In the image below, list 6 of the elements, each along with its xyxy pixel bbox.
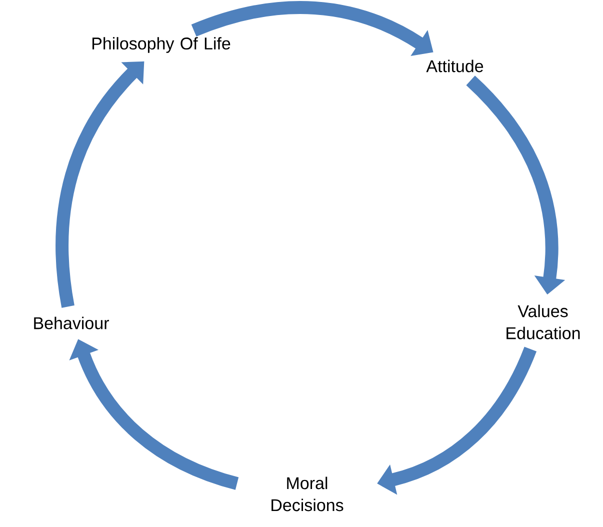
- node-label: Behaviour: [34, 316, 109, 330]
- node-label: Attitude: [426, 60, 484, 72]
- node-label: Philosophy Of Life: [92, 37, 230, 53]
- node-label: Values Education: [506, 304, 580, 340]
- curved-arrow: [56, 61, 144, 308]
- node-label: Moral Decisions: [272, 476, 344, 512]
